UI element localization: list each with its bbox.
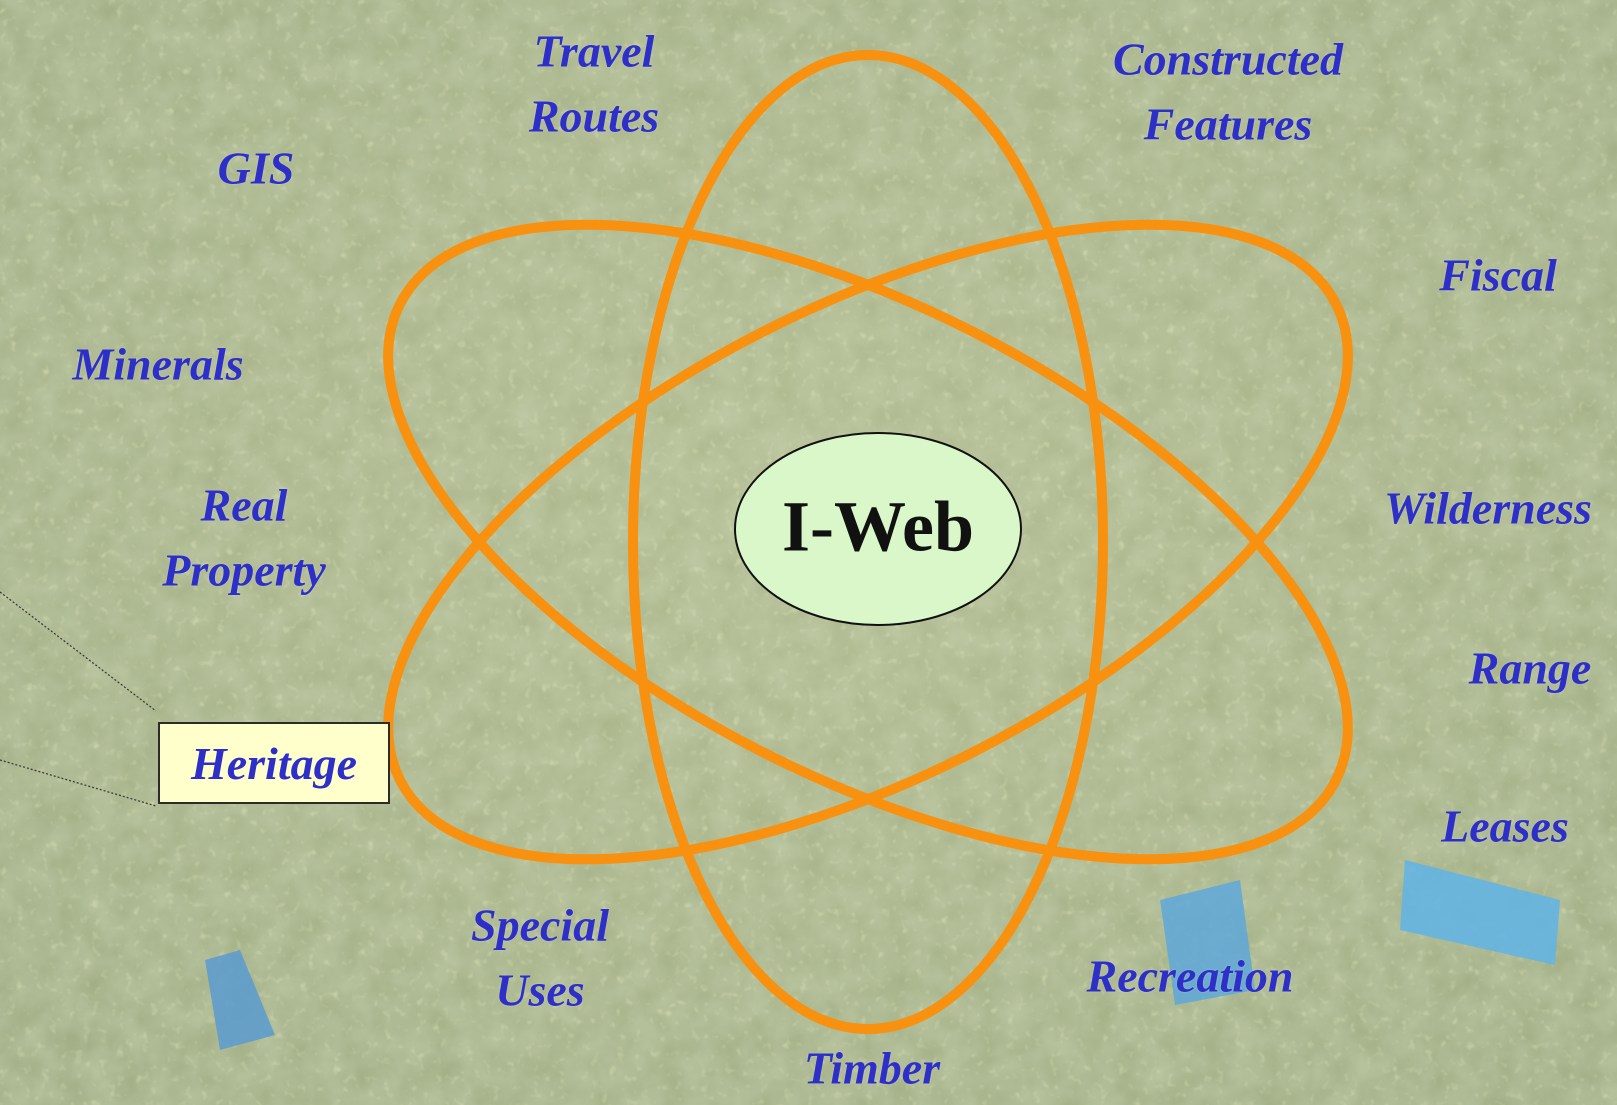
label-heritage-highlighted[interactable]: Heritage (158, 722, 390, 804)
label-real-property-line1: Real (200, 479, 288, 531)
label-range[interactable]: Range (1468, 642, 1592, 694)
label-special-uses-line2: Uses (495, 965, 585, 1016)
callout-line-upper (0, 591, 157, 712)
label-constructed-features-line2: Features (1143, 99, 1313, 150)
label-travel-routes-line1: Travel (533, 25, 655, 77)
label-leases[interactable]: Leases (1441, 800, 1569, 852)
label-constructed-features-line1: Constructed (1112, 33, 1344, 85)
blue-marker-center (1160, 880, 1255, 1005)
label-recreation[interactable]: Recreation (1086, 950, 1294, 1002)
blue-marker-left (205, 950, 275, 1050)
label-special-uses[interactable]: Special Uses (471, 893, 609, 1024)
label-constructed-features[interactable]: Constructed Features (1113, 27, 1343, 158)
hub-label: I-Web (781, 486, 975, 567)
label-special-uses-line1: Special (471, 899, 609, 951)
orbit-ascending (383, 219, 1353, 865)
label-real-property[interactable]: Real Property (162, 473, 326, 604)
label-gis[interactable]: GIS (217, 142, 295, 194)
callout-line-lower (0, 759, 157, 807)
blue-marker-right (1400, 860, 1560, 965)
orbit-vertical (628, 50, 1108, 1034)
label-fiscal[interactable]: Fiscal (1439, 249, 1557, 301)
label-travel-routes[interactable]: Travel Routes (529, 19, 659, 150)
label-timber[interactable]: Timber (803, 1042, 941, 1094)
label-minerals[interactable]: Minerals (72, 338, 244, 390)
hub-nucleus[interactable] (734, 432, 1022, 626)
label-real-property-line2: Property (162, 545, 326, 596)
label-travel-routes-line2: Routes (528, 91, 660, 142)
orbit-descending (383, 219, 1353, 865)
label-wilderness[interactable]: Wilderness (1384, 482, 1592, 534)
